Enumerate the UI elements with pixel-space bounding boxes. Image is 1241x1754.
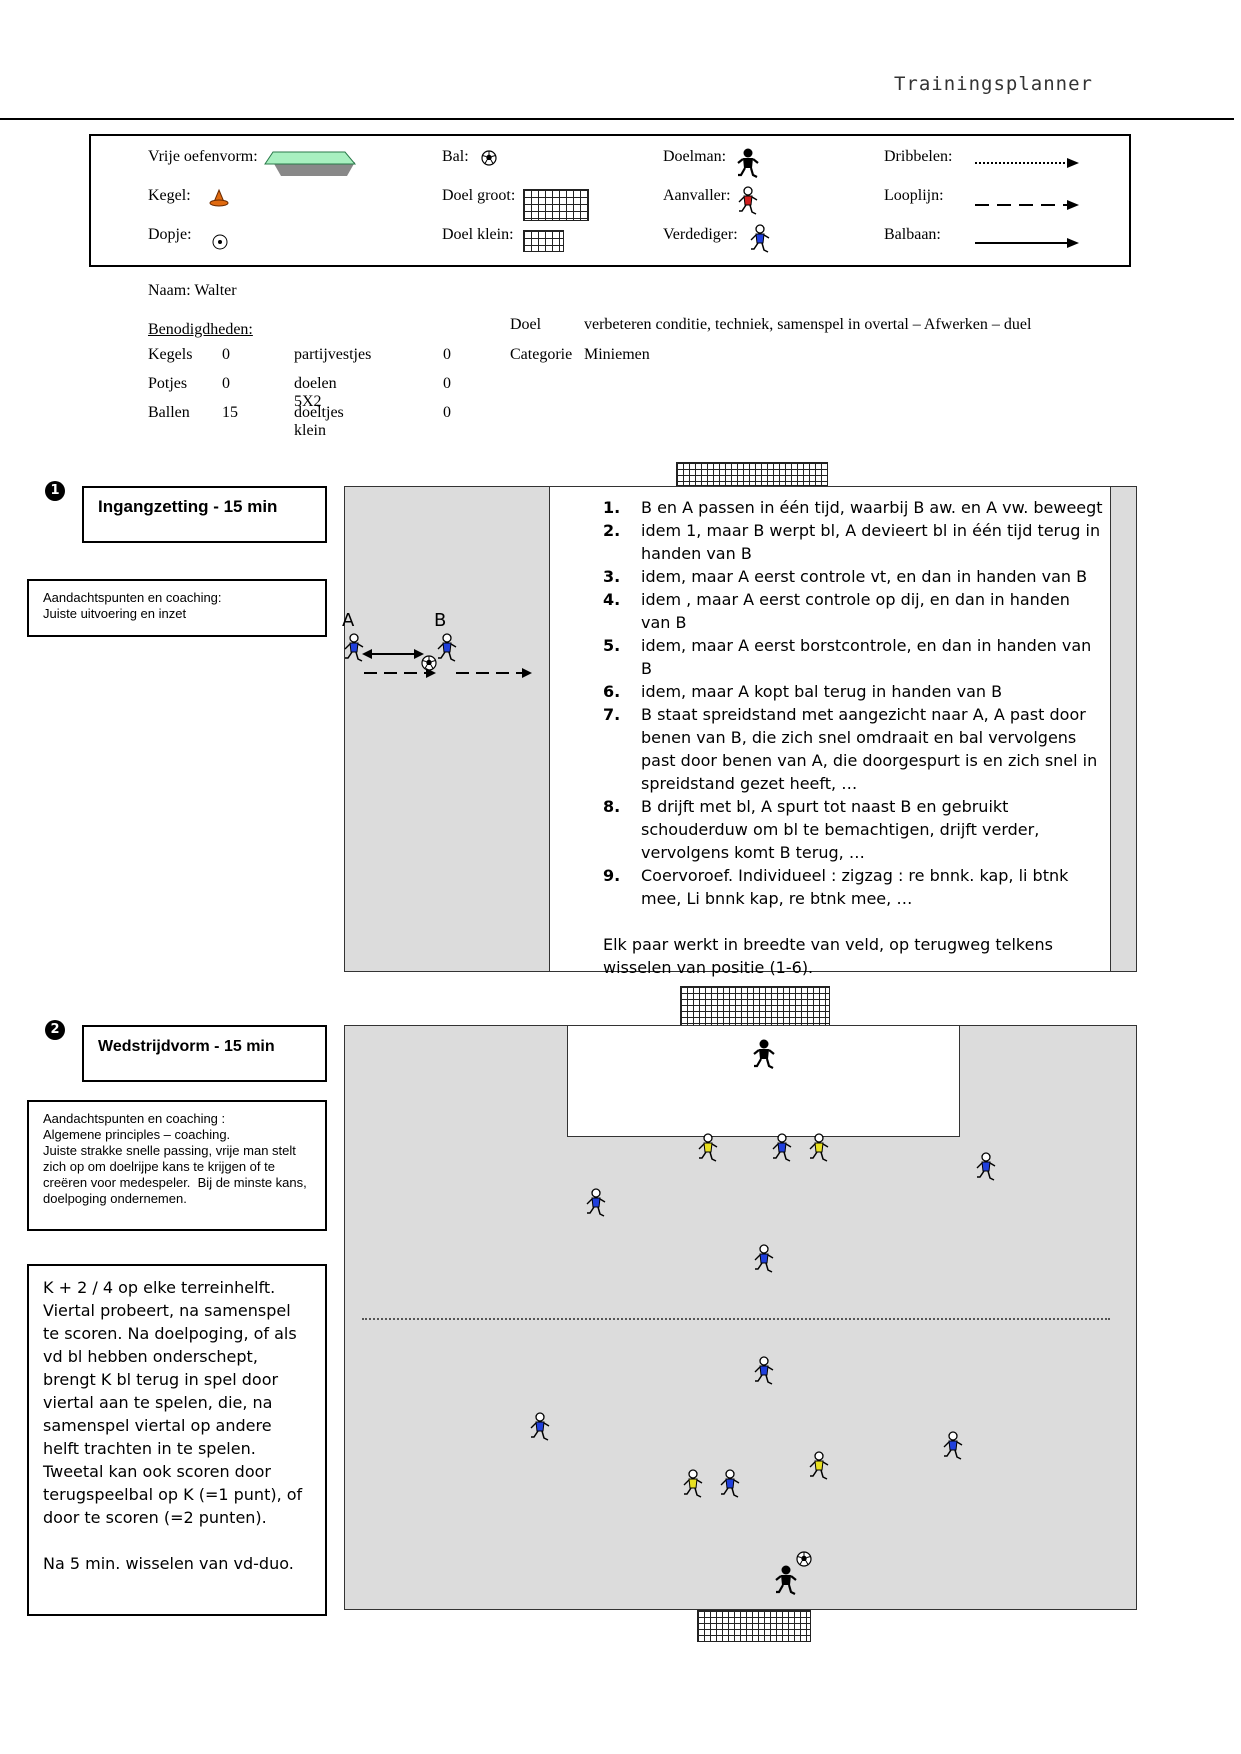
legend-aanvaller-label: Aanvaller: — [663, 187, 731, 204]
defender-blue-icon — [527, 1412, 553, 1444]
cone-icon — [209, 188, 229, 207]
large-goal-icon — [523, 189, 589, 221]
material-label: doeltjes klein — [294, 404, 344, 439]
attacker-yellow-icon — [680, 1469, 706, 1501]
category-value: Miniemen — [584, 346, 650, 363]
coaching-text: Algemene principles – coaching. Juiste s… — [43, 1127, 307, 1206]
step-item: 6.idem, maar A kopt bal terug in handen … — [603, 682, 1003, 701]
step-item: 4.idem , maar A eerst controle op dij, e… — [603, 590, 1070, 632]
coaching-heading: Aandachtspunten en coaching: — [43, 590, 222, 605]
halfway-line — [362, 1318, 1110, 1320]
legend-vrije-oefenvorm-label: Vrije oefenvorm: — [148, 148, 258, 165]
page-title: Trainingsplanner — [893, 73, 1093, 95]
header-divider — [0, 118, 1234, 120]
legend-bal-label: Bal: — [442, 148, 469, 165]
legend-doel-klein-label: Doel klein: — [442, 226, 514, 243]
ball-path-icon — [975, 238, 1079, 248]
category-label: Categorie — [510, 346, 573, 363]
goalkeeper-icon — [751, 1039, 777, 1071]
attacker-yellow-icon — [695, 1133, 721, 1165]
legend-doelman-label: Doelman: — [663, 148, 727, 165]
exercise2-top-goal — [680, 986, 830, 1026]
exercise-number-badge: 1 — [45, 481, 65, 501]
material-label: Potjes — [148, 375, 188, 392]
exercise1-footer-note: Elk paar werkt in breedte van veld, op t… — [603, 935, 1053, 977]
exercise1-goal — [676, 462, 828, 486]
goalkeeper-icon — [773, 1565, 799, 1597]
goal-value: verbeteren conditie, techniek, samenspel… — [584, 316, 1032, 333]
exercise2-title: Wedstrijdvorm - 15 min — [82, 1025, 327, 1082]
player-label-a: A — [342, 610, 355, 631]
material-label: Ballen — [148, 404, 190, 421]
goal-label: Doel — [510, 316, 542, 333]
defender-blue-icon — [583, 1188, 609, 1220]
ball-icon — [481, 150, 497, 166]
attacker-yellow-icon — [806, 1133, 832, 1165]
exercise2-bottom-goal — [697, 1610, 811, 1642]
legend-dribbelen-label: Dribbelen: — [884, 148, 953, 165]
coaching-text: Juiste uitvoering en inzet — [43, 606, 187, 621]
attacker-yellow-icon — [806, 1451, 832, 1483]
step-item: 2.idem 1, maar B werpt bl, A devieert bl… — [603, 521, 1101, 563]
exercise2-description: K + 2 / 4 op elke terreinhelft. Viertal … — [43, 1278, 303, 1527]
exercise2-footer-note: Na 5 min. wisselen van vd-duo. — [43, 1554, 294, 1573]
trainer-name: Naam: Walter — [148, 282, 237, 299]
marker-disc-icon — [212, 234, 228, 250]
defender-blue-icon — [973, 1152, 999, 1184]
materials-heading: Benodigdheden: — [148, 321, 253, 338]
step-item: 3.idem, maar A eerst controle vt, en dan… — [603, 567, 1088, 586]
material-value: 0 — [222, 375, 230, 392]
small-goal-icon — [523, 230, 564, 252]
legend-dopje-label: Dopje: — [148, 226, 192, 243]
legend-balbaan-label: Balbaan: — [884, 226, 941, 243]
material-value: 0 — [443, 404, 451, 421]
material-label: partijvestjes — [294, 346, 372, 363]
material-label: Kegels — [148, 346, 193, 363]
attacker-icon — [735, 186, 761, 218]
defender-blue-icon — [769, 1133, 795, 1165]
exercise1-steps: 1.B en A passen in één tijd, waarbij B a… — [603, 496, 1103, 979]
material-value: 0 — [443, 375, 451, 392]
step-item: 8.B drijft met bl, A spurt tot naast B e… — [603, 797, 1040, 862]
step-item: 7.B staat spreidstand met aangezicht naa… — [603, 705, 1098, 793]
dribble-line-icon — [975, 158, 1079, 168]
material-value: 0 — [443, 346, 451, 363]
step-item: 5.idem, maar A eerst borstcontrole, en d… — [603, 636, 1092, 678]
exercise-number-badge: 2 — [45, 1020, 65, 1040]
step-item: 1.B en A passen in één tijd, waarbij B a… — [603, 498, 1103, 517]
defender-icon — [747, 224, 773, 256]
exercise2-description-box: K + 2 / 4 op elke terreinhelft. Viertal … — [27, 1264, 327, 1616]
vrije-oefenvorm-icon — [264, 151, 357, 176]
defender-blue-icon — [717, 1469, 743, 1501]
exercise2-coaching-box: Aandachtspunten en coaching : Algemene p… — [27, 1100, 327, 1231]
defender-blue-icon — [940, 1431, 966, 1463]
legend-panel — [89, 134, 1131, 267]
step-item: 9.Coervoroef. Individueel : zigzag : re … — [603, 866, 1069, 908]
exercise1-arrows — [362, 649, 532, 678]
player-label-b: B — [434, 610, 447, 631]
legend-doel-groot-label: Doel groot: — [442, 187, 516, 204]
defender-blue-icon — [751, 1244, 777, 1276]
legend-looplijn-label: Looplijn: — [884, 187, 944, 204]
exercise1-title: Ingangzetting - 15 min — [82, 486, 327, 543]
material-label: doelen 5X2 — [294, 375, 337, 410]
run-line-icon — [975, 200, 1079, 210]
exercise1-coaching-box: Aandachtspunten en coaching: Juiste uitv… — [27, 579, 327, 637]
goalkeeper-icon — [735, 148, 761, 180]
material-value: 15 — [222, 404, 238, 421]
material-value: 0 — [222, 346, 230, 363]
exercise1-instructions-panel — [549, 486, 1111, 972]
legend-verdediger-label: Verdediger: — [663, 226, 738, 243]
coaching-heading: Aandachtspunten en coaching : — [43, 1111, 226, 1126]
legend-kegel-label: Kegel: — [148, 187, 191, 204]
defender-blue-icon — [751, 1356, 777, 1388]
